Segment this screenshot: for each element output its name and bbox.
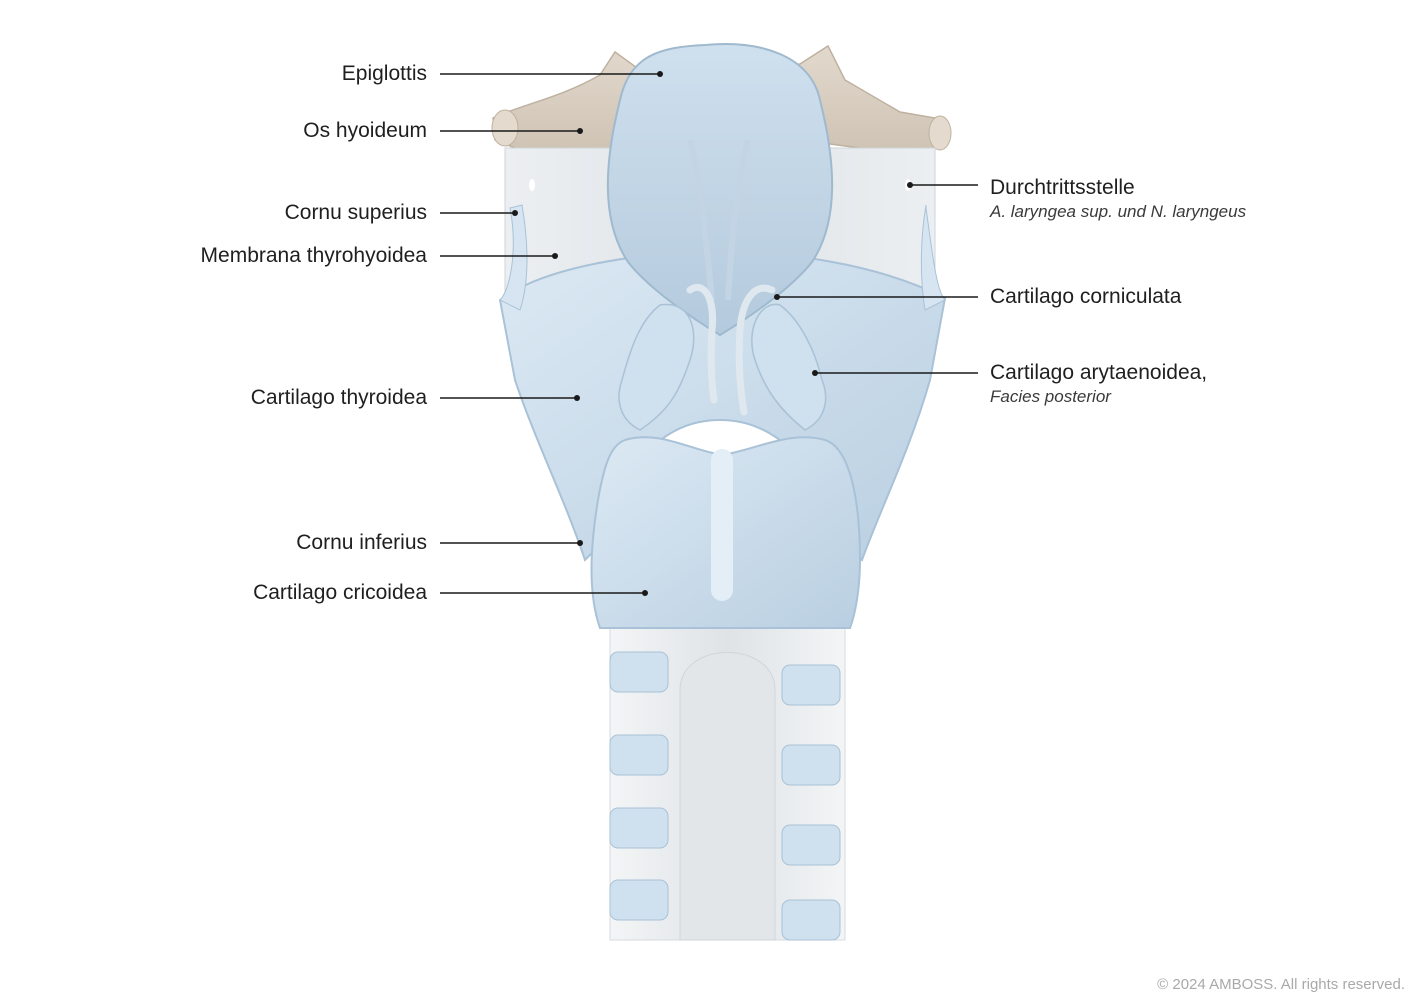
- label-durchtrittsstelle-main: Durchtrittsstelle: [990, 176, 1135, 199]
- trachea-shape: [609, 609, 846, 941]
- label-durchtrittsstelle: Durchtrittsstelle A. laryngea sup. und N…: [990, 176, 1246, 224]
- label-cornu-superius: Cornu superius: [284, 201, 427, 224]
- label-membrana-thyrohyoidea: Membrana thyrohyoidea: [200, 244, 427, 267]
- label-cornu-inferius: Cornu inferius: [296, 531, 427, 554]
- membrane-opening-left: [529, 179, 535, 191]
- leader-lines: [440, 71, 978, 596]
- label-cartilago-arytaenoidea: Cartilago arytaenoidea, Facies posterior: [990, 361, 1207, 409]
- epiglottis-shape: [606, 43, 834, 337]
- label-os-hyoideum: Os hyoideum: [303, 119, 427, 142]
- label-cartilago-cricoidea: Cartilago cricoidea: [253, 581, 427, 604]
- label-epiglottis: Epiglottis: [341, 62, 427, 85]
- arytenoid-cartilages-shape: [618, 284, 827, 431]
- label-cartilago-thyroidea: Cartilago thyroidea: [250, 386, 427, 409]
- epiglottis-ridge: [687, 139, 751, 301]
- label-cartilago-arytaenoidea-sub: Facies posterior: [990, 387, 1111, 406]
- label-cartilago-corniculata: Cartilago corniculata: [990, 285, 1182, 308]
- copyright-notice: © 2024 AMBOSS. All rights reserved.: [1157, 976, 1405, 993]
- label-durchtrittsstelle-sub: A. laryngea sup. und N. laryngeus: [990, 202, 1247, 221]
- label-cartilago-arytaenoidea-main: Cartilago arytaenoidea,: [990, 361, 1208, 384]
